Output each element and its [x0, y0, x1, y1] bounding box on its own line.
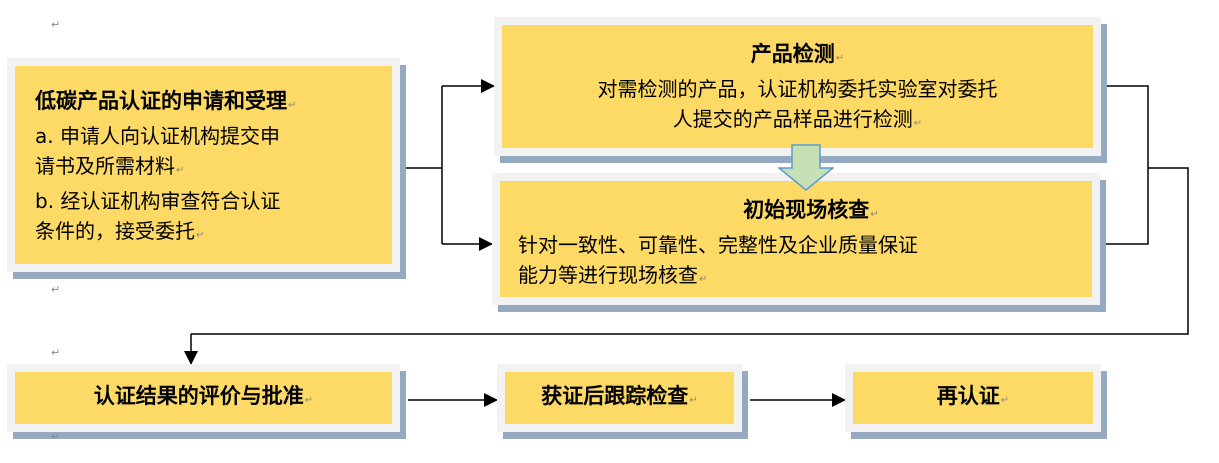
node-title: 初始现场核查	[743, 198, 870, 222]
node-title: 获证后跟踪检查	[541, 383, 689, 408]
connector-checks-to-evaluation	[191, 85, 1189, 335]
node-surveillance: 获证后跟踪检查↵	[497, 364, 742, 432]
node-text-line: 人提交的产品样品进行检测	[672, 107, 913, 131]
node-initial-inspection: 初始现场核查↵ 针对一致性、可靠性、完整性及企业质量保证 能力等进行现场核查↵	[492, 173, 1100, 305]
node-title: 低碳产品认证的申请和受理	[35, 89, 287, 113]
paragraph-mark: ↵	[51, 283, 61, 296]
paragraph-mark: ↵	[51, 18, 61, 31]
paragraph-mark: ↵	[51, 346, 61, 359]
node-text-line: a. 申请人向认证机构提交申	[35, 124, 280, 148]
node-text-line: 条件的，接受委托	[35, 219, 195, 243]
node-title: 认证结果的评价与批准	[93, 383, 304, 408]
node-title: 产品检测	[750, 42, 835, 66]
node-text-line: 请书及所需材料	[35, 154, 175, 178]
paragraph-mark: ↵	[51, 430, 61, 443]
node-product-testing: 产品检测↵ 对需检测的产品，认证机构委托实验室对委托 人提交的产品样品进行检测↵	[494, 17, 1101, 156]
node-text-line: b. 经认证机构审查符合认证	[35, 189, 281, 213]
node-evaluation: 认证结果的评价与批准↵	[7, 364, 400, 432]
block-arrow-down-icon	[778, 144, 834, 191]
node-text-line: 对需检测的产品，认证机构委托实验室对委托	[597, 77, 998, 101]
node-recertification: 再认证↵	[845, 364, 1101, 432]
node-text-line: 能力等进行现场核查	[518, 263, 698, 287]
connector-application-to-checks	[402, 86, 443, 244]
node-title: 再认证	[936, 383, 1000, 408]
node-application: 低碳产品认证的申请和受理↵ a. 申请人向认证机构提交申 请书及所需材料↵ b.…	[7, 58, 400, 272]
node-text-line: 针对一致性、可靠性、完整性及企业质量保证	[518, 233, 918, 257]
